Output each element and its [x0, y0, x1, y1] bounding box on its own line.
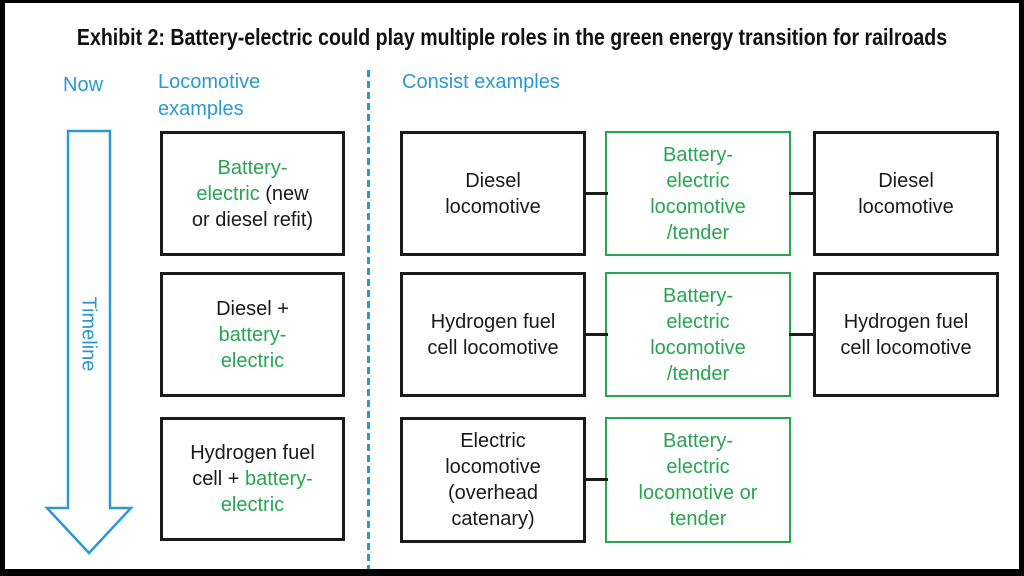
- box-line: catenary): [451, 508, 535, 530]
- box-line: or diesel refit): [191, 208, 314, 231]
- connector-line: [584, 333, 608, 336]
- consist-examples-header: Consist examples: [402, 71, 560, 93]
- box-line: Battery-: [662, 430, 734, 452]
- box-line: Battery-: [217, 156, 288, 179]
- now-label: Now: [63, 74, 104, 96]
- box-line: Diesel +: [216, 297, 289, 320]
- box-line: locomotive: [650, 336, 746, 359]
- box-battery-electric-new-or-diesel-refit: Battery- electric (new or diesel refit): [160, 131, 345, 256]
- box-line: (overhead: [447, 482, 539, 504]
- connector-line: [789, 192, 816, 195]
- box-line: electric: [666, 169, 730, 192]
- box-line: /tender: [666, 221, 730, 244]
- consist-r2-battery-electric-locomotive-tender: Battery- electric locomotive /tender: [605, 272, 791, 397]
- frame-border: [1019, 0, 1024, 576]
- box-line: locomotive: [650, 195, 746, 218]
- box-line: Battery-: [662, 143, 734, 166]
- box-line: locomotive: [445, 456, 541, 478]
- frame-border: [0, 0, 5, 576]
- page-title: Exhibit 2: Battery-electric could play m…: [76, 24, 948, 50]
- dashed-divider: [367, 70, 370, 570]
- timeline-label: Timeline: [77, 296, 100, 372]
- frame-border: [0, 0, 1024, 3]
- consist-r3-battery-electric-locomotive-or-tender: Battery- electric locomotive or tender: [605, 417, 791, 543]
- connector-line: [584, 192, 608, 195]
- consist-r3-electric-locomotive-overhead-catenary: Electric locomotive (overhead catenary): [400, 417, 586, 543]
- connector-line: [584, 478, 608, 481]
- frame-border: [0, 569, 1024, 576]
- box-line: cell + battery-: [192, 468, 313, 490]
- box-diesel-plus-battery-electric: Diesel + battery- electric: [160, 272, 345, 397]
- box-line: locomotive or: [638, 482, 758, 504]
- box-line: electric: [666, 456, 730, 478]
- box-line: cell locomotive: [427, 336, 559, 359]
- box-line: battery-: [218, 323, 287, 346]
- box-line: Hydrogen fuel: [190, 442, 315, 464]
- box-line: Battery-: [662, 284, 734, 307]
- box-line: Electric: [460, 430, 526, 452]
- consist-r1-diesel-locomotive-left: Diesel locomotive: [400, 131, 586, 256]
- box-line: electric: [220, 494, 285, 516]
- consist-r1-battery-electric-locomotive-tender: Battery- electric locomotive /tender: [605, 131, 791, 256]
- box-line: electric (new: [196, 182, 309, 205]
- box-line: Hydrogen fuel: [843, 310, 969, 333]
- box-line: Diesel: [878, 169, 934, 192]
- consist-r2-hydrogen-fuel-cell-locomotive-right: Hydrogen fuel cell locomotive: [813, 272, 999, 397]
- connector-line: [789, 333, 816, 336]
- box-line: electric: [220, 349, 285, 372]
- timeline-down-arrow-icon: [44, 129, 134, 555]
- consist-r2-hydrogen-fuel-cell-locomotive-left: Hydrogen fuel cell locomotive: [400, 272, 586, 397]
- box-line: Hydrogen fuel: [430, 310, 556, 333]
- consist-r1-diesel-locomotive-right: Diesel locomotive: [813, 131, 999, 256]
- box-line: /tender: [666, 362, 730, 385]
- box-line: locomotive: [858, 195, 954, 218]
- box-line: Diesel: [465, 169, 521, 192]
- box-line: locomotive: [445, 195, 541, 218]
- locomotive-examples-header: Locomotive examples: [158, 71, 261, 120]
- box-line: cell locomotive: [840, 336, 972, 359]
- box-line: electric: [666, 310, 730, 333]
- box-hydrogen-fuel-cell-plus-battery-electric: Hydrogen fuel cell + battery- electric: [160, 417, 345, 541]
- box-line: tender: [669, 508, 727, 530]
